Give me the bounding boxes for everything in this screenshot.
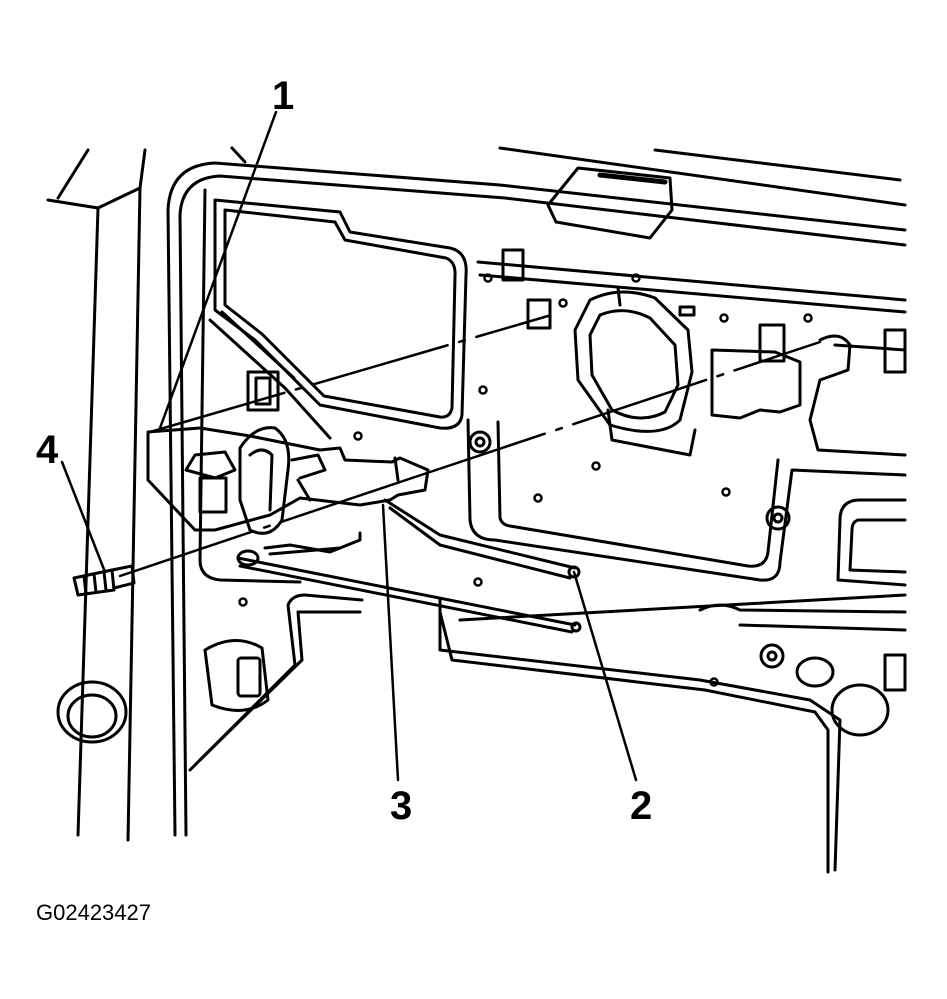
- lower-grommet: [203, 639, 270, 712]
- callout-2: 2: [630, 784, 653, 828]
- figure-id: G02423427: [36, 900, 151, 925]
- panel-slots: [246, 248, 802, 420]
- install-guide-lines: [118, 314, 822, 578]
- panel-holes: [238, 273, 813, 687]
- door-pillar: [46, 148, 147, 842]
- leader-lines: [60, 110, 638, 782]
- top-vent: [546, 166, 674, 240]
- right-features: [795, 328, 907, 737]
- lower-panel: [188, 593, 907, 874]
- callout-1: 1: [272, 74, 295, 118]
- pillar-grommet: [56, 680, 128, 744]
- latch-bolt: [72, 564, 136, 597]
- latch-assembly: [146, 426, 430, 535]
- speaker-opening: [573, 286, 697, 457]
- callout-3: 3: [390, 784, 413, 828]
- panel-opening: [198, 188, 468, 584]
- door-frame: [166, 146, 907, 837]
- inner-panel: [466, 260, 907, 587]
- callout-4: 4: [36, 428, 59, 472]
- bolts: [468, 430, 791, 669]
- latch-rods: [236, 498, 582, 634]
